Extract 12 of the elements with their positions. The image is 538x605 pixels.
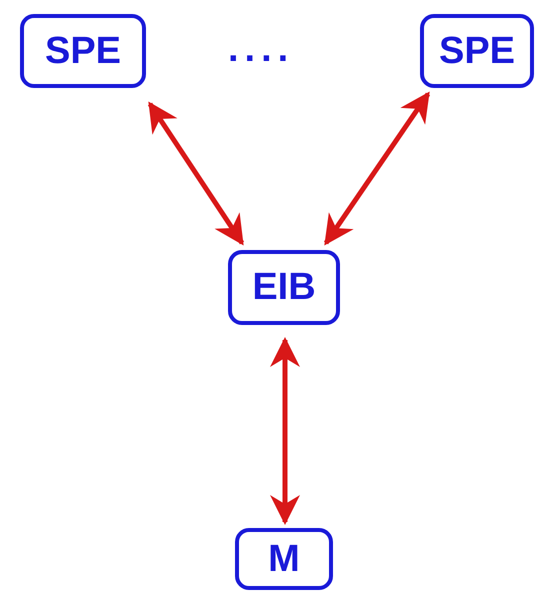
rounded-box bbox=[420, 14, 534, 88]
node-label: SPE bbox=[438, 30, 516, 72]
ellipsis-label: .... bbox=[228, 28, 294, 71]
node-label: EIB bbox=[252, 266, 316, 309]
double-arrow bbox=[148, 102, 244, 246]
rounded-box bbox=[228, 250, 340, 325]
double-arrow bbox=[270, 337, 300, 525]
node-label: M bbox=[268, 538, 300, 580]
rounded-box bbox=[235, 528, 333, 590]
node-label: SPE bbox=[44, 30, 122, 72]
double-arrow bbox=[324, 92, 430, 246]
rounded-box bbox=[20, 14, 146, 88]
